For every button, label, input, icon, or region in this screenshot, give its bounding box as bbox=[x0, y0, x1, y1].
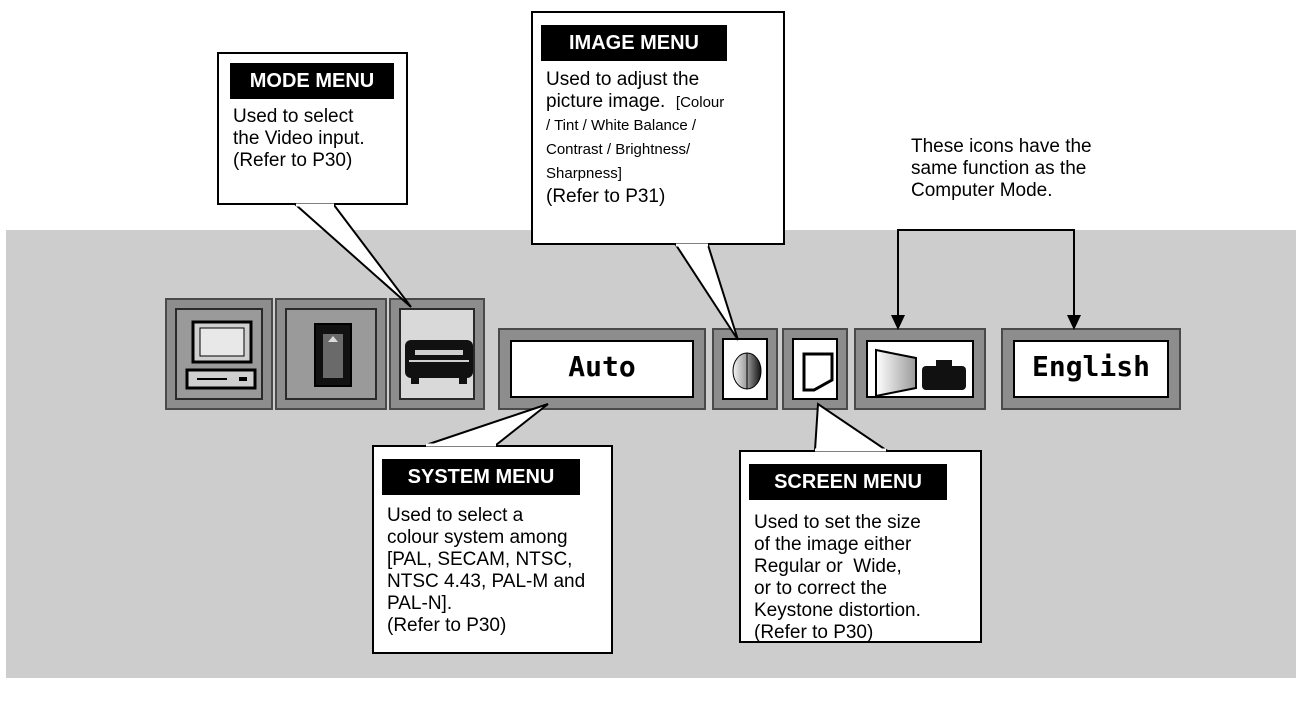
screen-menu-title: SCREEN MENU bbox=[749, 464, 947, 500]
mode-menu-title: MODE MENU bbox=[230, 63, 394, 99]
image-menu-ref: (Refer to P31) bbox=[546, 186, 666, 207]
image-menu-line2-small: [Colour bbox=[675, 94, 725, 111]
image-adjust-icon bbox=[732, 352, 762, 390]
video-card-icon bbox=[314, 323, 352, 387]
mode-computer-button[interactable] bbox=[165, 298, 273, 410]
image-menu-description: Used to adjust the picture image. [Colou… bbox=[546, 69, 724, 208]
image-menu-pointer bbox=[674, 244, 739, 341]
language-selector[interactable]: English bbox=[1001, 328, 1181, 410]
mode-video-card-button[interactable] bbox=[275, 298, 387, 410]
arrow-down-icon bbox=[891, 315, 905, 330]
image-menu-title: IMAGE MENU bbox=[541, 25, 727, 61]
screen-menu-button[interactable] bbox=[782, 328, 848, 410]
computer-mode-note: These icons have the same function as th… bbox=[911, 136, 1092, 201]
image-menu-callout: IMAGE MENU Used to adjust the picture im… bbox=[531, 11, 785, 245]
image-menu-button[interactable] bbox=[712, 328, 778, 410]
screen-menu-pointer bbox=[813, 402, 890, 451]
mode-vcr-button[interactable] bbox=[389, 298, 485, 410]
mode-menu-callout: MODE MENU Used to select the Video input… bbox=[217, 52, 408, 205]
system-value: Auto bbox=[510, 340, 694, 398]
menu-bar: Auto bbox=[165, 298, 1181, 410]
setting-icon bbox=[875, 348, 966, 398]
mode-menu-description: Used to select the Video input. (Refer t… bbox=[233, 106, 365, 171]
system-menu-pointer bbox=[425, 403, 549, 446]
vcr-icon bbox=[405, 340, 473, 384]
screen-menu-callout: SCREEN MENU Used to set the size of the … bbox=[739, 450, 982, 643]
image-menu-line1: Used to adjust the bbox=[546, 69, 700, 90]
system-menu-title: SYSTEM MENU bbox=[382, 459, 580, 495]
arrow-down-icon bbox=[1067, 315, 1081, 330]
image-menu-items: / Tint / White Balance / Contrast / Brig… bbox=[546, 117, 697, 182]
computer-icon bbox=[185, 320, 257, 390]
system-menu-description: Used to select a colour system among [PA… bbox=[387, 505, 586, 636]
mode-menu-pointer bbox=[293, 204, 412, 308]
screen-menu-description: Used to set the size of the image either… bbox=[754, 512, 921, 643]
screen-icon bbox=[802, 352, 834, 392]
note-bracket-arrows bbox=[897, 229, 1075, 315]
system-menu-callout: SYSTEM MENU Used to select a colour syst… bbox=[372, 445, 613, 654]
setting-menu-button[interactable] bbox=[854, 328, 986, 410]
language-value: English bbox=[1013, 340, 1169, 398]
image-menu-line2: picture image. bbox=[546, 91, 666, 112]
system-selector[interactable]: Auto bbox=[498, 328, 706, 410]
